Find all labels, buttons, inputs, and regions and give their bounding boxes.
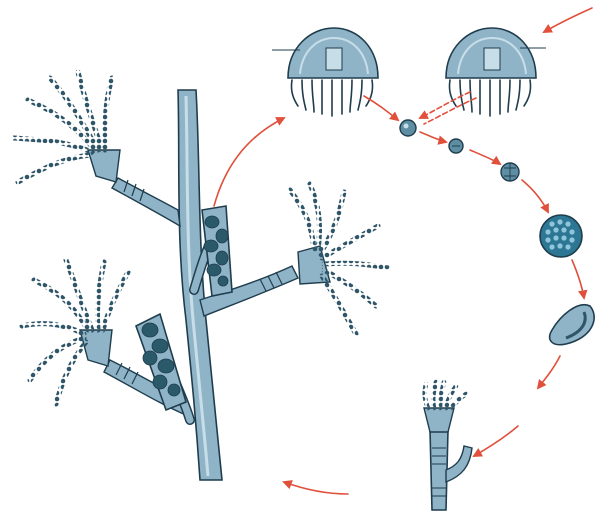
arrow-top-right-in [544,8,592,32]
blastula [540,215,582,257]
arrow-zygote-to-embryo [470,150,500,164]
feeding-polyp-right [290,184,388,334]
planula-larva [550,305,594,345]
egg [400,120,416,136]
arrow-embryo-to-blastula [522,180,548,212]
medusa-male [272,28,378,116]
zygote [449,139,463,153]
arrow-egg-to-zygote [420,132,446,142]
young-polyp [424,382,472,510]
reproductive-polyp-upper [202,206,232,296]
early-embryo [501,163,519,181]
medusa-female [446,28,546,116]
arrow-planula-to-polyp-2 [474,426,518,456]
arrow-medusa-to-egg [364,96,398,120]
arrow-polyp-to-colony [284,482,348,494]
reproductive-polyp-lower [136,314,186,410]
colony-branch-upper-left [112,178,180,226]
hydroid-colony [14,72,388,480]
feeding-polyp-upper-left [14,72,120,182]
life-cycle-arrows [214,8,592,494]
arrow-colony-to-medusa [214,118,284,206]
arrow-planula-to-polyp-1 [538,356,560,388]
feeding-polyp-lower-left [22,260,128,404]
arrow-blastula-to-planula [572,260,584,298]
